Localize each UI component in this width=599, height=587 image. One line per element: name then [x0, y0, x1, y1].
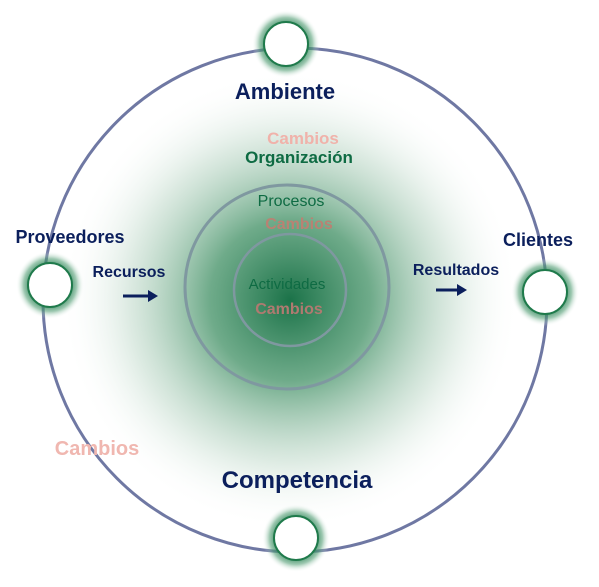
activities-ring: [232, 232, 348, 348]
change-label-activities: Cambios: [255, 301, 323, 318]
change-label-environment: Cambios: [55, 438, 139, 460]
label-actividades: Actividades: [249, 276, 326, 293]
processes-ring: [183, 183, 391, 391]
label-competencia: Competencia: [222, 467, 373, 494]
arrow-right-icon-output: [436, 284, 467, 296]
node-bottom: [262, 504, 330, 572]
label-organizacion: Organización: [245, 148, 353, 167]
organization-glow: [67, 75, 517, 525]
node-right: [511, 258, 579, 326]
label-ambiente: Ambiente: [235, 79, 335, 104]
node-top: [252, 10, 320, 78]
node-left: [16, 251, 84, 319]
label-procesos: Procesos: [258, 193, 325, 210]
label-proveedores: Proveedores: [15, 227, 124, 247]
label-recursos: Recursos: [93, 264, 166, 281]
arrow-right-icon-input: [123, 290, 158, 302]
change-label-organization: Cambios: [267, 129, 339, 148]
label-clientes: Clientes: [503, 230, 573, 250]
change-label-processes: Cambios: [265, 216, 333, 233]
label-resultados: Resultados: [413, 262, 499, 279]
